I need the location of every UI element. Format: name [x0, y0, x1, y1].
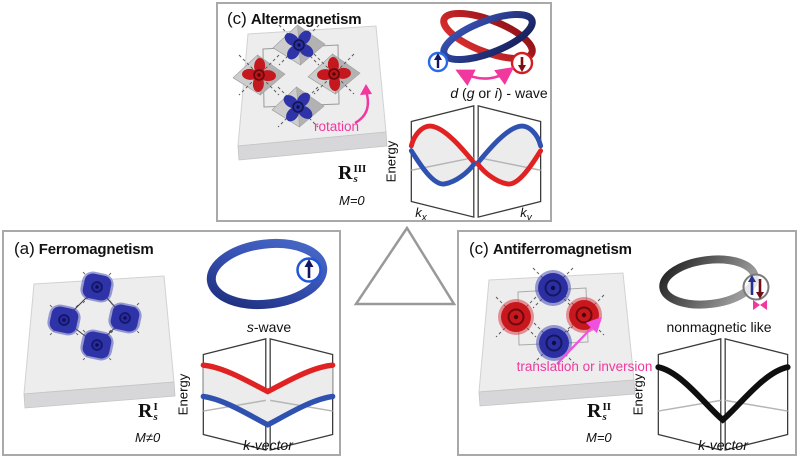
spin-up-marker — [427, 51, 449, 73]
panel-antiferromagnetism: (c) Antiferromagnetism — [457, 230, 797, 456]
transform-label: translation or inversion — [516, 359, 653, 374]
spin-up-orbital — [47, 304, 81, 336]
spin-down-site — [498, 299, 534, 335]
panel-title-text: Ferromagnetism — [38, 241, 154, 258]
energy-axis-label: Energy — [384, 140, 399, 182]
spin-up-orbital — [108, 302, 142, 334]
spin-up-band-kx — [408, 123, 477, 165]
spin-up-orbital-top — [284, 30, 314, 60]
panel-title: (c) Antiferromagnetism — [469, 239, 632, 259]
ferromagnet-band-structure: Energy — [176, 338, 336, 451]
crystal-platform — [237, 25, 388, 161]
magnetization-label: M≠0 — [135, 430, 161, 445]
wave-symmetry-label: d (g or i) - wave — [450, 85, 548, 101]
wave-symmetry-label: s-wave — [246, 319, 292, 335]
rotation-arrow-icon — [354, 84, 372, 125]
translation-arrow-icon — [556, 316, 603, 365]
k-axis-label: k-vector — [698, 437, 748, 453]
spin-pair-bowtie-icon — [753, 300, 767, 310]
altermagnet-band-structure: Energy — [384, 105, 544, 218]
magnetization-label: M=0 — [339, 193, 365, 208]
rotation-label: rotation — [314, 119, 360, 134]
spin-up-ring — [206, 238, 328, 310]
majority-spin-band — [200, 393, 336, 428]
spin-up-marker — [296, 257, 322, 283]
nonmagnetic-label: nonmagnetic like — [666, 319, 772, 335]
panel-title-text: Altermagnetism — [250, 11, 362, 28]
ferromagnet-crystal-illustration — [23, 271, 176, 409]
spin-flip-arrow-icon — [455, 66, 515, 86]
panel-title: (a) Ferromagnetism — [14, 239, 154, 259]
fermi-level-line — [658, 399, 788, 412]
altermagnet-crystal-illustration — [232, 24, 388, 161]
spin-down-marker — [510, 51, 534, 75]
spin-up-site — [536, 325, 572, 361]
triangle-connector — [353, 225, 457, 306]
antiferromagnet-band-structure: Energy — [631, 338, 791, 451]
spin-up-band-ky — [475, 123, 544, 165]
band-gap-fill — [203, 365, 333, 425]
spin-down-site — [566, 297, 602, 333]
panel-tag: (c) — [469, 239, 489, 258]
antiferromagnet-fermi-ring — [659, 255, 770, 310]
kx-axis-label: kx — [415, 205, 427, 222]
ferromagnet-fermi-ring — [206, 238, 328, 310]
spin-down-orbital-left — [242, 58, 276, 92]
antiferromagnet-crystal-illustration — [478, 267, 636, 407]
k-axis-label: k-vector — [243, 437, 293, 453]
degenerate-ring — [659, 255, 759, 309]
spin-up-orbital — [80, 271, 114, 303]
spin-down-orbital-right — [317, 57, 351, 91]
panel-tag: (c) — [227, 9, 247, 28]
spin-up-site — [535, 270, 571, 306]
panel-title: (c) Altermagnetism — [227, 9, 362, 29]
spin-down-band-kx — [408, 148, 477, 187]
degenerate-band — [655, 364, 791, 424]
panel-altermagnetism: (c) Altermagnetism — [216, 2, 552, 222]
energy-axis-label: Energy — [631, 373, 646, 415]
panel-ferromagnetism: (a) Ferromagnetism — [2, 230, 341, 456]
altermagnet-fermi-rings — [427, 9, 536, 86]
panel-title-text: Antiferromagnetism — [492, 241, 632, 258]
panel-tag: (a) — [14, 239, 35, 258]
ky-axis-label: ky — [520, 205, 532, 222]
minority-spin-band — [200, 362, 336, 395]
paired-spin-marker — [742, 273, 770, 310]
spin-up-orbital-bottom — [283, 92, 313, 122]
magnetization-label: M=0 — [586, 430, 612, 445]
spin-down-band-ky — [475, 148, 544, 187]
energy-axis-label: Energy — [176, 373, 191, 415]
spin-up-orbital — [80, 329, 114, 361]
